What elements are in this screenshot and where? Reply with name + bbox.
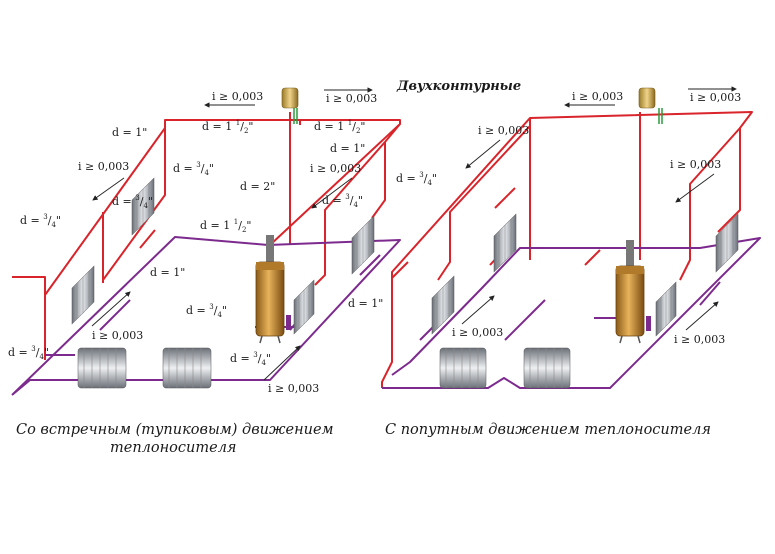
slope-label: i ≥ 0,003: [78, 160, 129, 173]
radiator: [351, 215, 375, 275]
diameter-label: d = 3/4": [8, 345, 49, 361]
diameter-label: d = 3/4": [20, 213, 61, 229]
diameter-label: d = 3/4": [173, 161, 214, 177]
slope-label: i ≥ 0,003: [572, 90, 623, 103]
slope-label: i ≥ 0,003: [478, 124, 529, 137]
right-boiler: [615, 240, 651, 344]
slope-label: i ≥ 0,003: [92, 329, 143, 342]
radiator: [131, 177, 155, 236]
diameter-label: d = 1": [112, 126, 147, 139]
diameter-label: d = 3/4": [322, 193, 363, 209]
radiator: [493, 213, 517, 273]
radiator: [523, 347, 571, 389]
slope-label: i ≥ 0,003: [670, 158, 721, 171]
right-radiators: [431, 213, 739, 389]
left-radiators: [71, 177, 375, 389]
left-expansion-tank: [281, 87, 299, 124]
slope-label: i ≥ 0,003: [452, 326, 503, 339]
diameter-label: d = 2": [240, 180, 275, 193]
radiator: [162, 347, 212, 389]
diameter-label: d = 1 1/2": [314, 119, 365, 135]
diameter-label: d = 1": [150, 266, 185, 279]
left-diagram: i ≥ 0,003 i ≥ 0,003 i ≥ 0,003 i ≥ 0,003 …: [8, 87, 437, 456]
left-caption-line2: теплоносителя: [110, 440, 237, 456]
diameter-label: d = 1": [330, 142, 365, 155]
slope-label: i ≥ 0,003: [326, 92, 377, 105]
left-slope-labels: i ≥ 0,003 i ≥ 0,003 i ≥ 0,003 i ≥ 0,003 …: [78, 87, 377, 395]
radiator: [77, 347, 127, 389]
left-boiler: [255, 235, 291, 344]
diameter-label: d = 1": [348, 297, 383, 310]
right-expansion-tank: [638, 87, 663, 124]
radiator: [655, 281, 677, 337]
slope-label: i ≥ 0,003: [310, 162, 361, 175]
diagram-title: Двухконтурные: [396, 79, 521, 94]
right-caption: С попутным движением теплоносителя: [385, 422, 711, 438]
diameter-label: d = 1 1/2": [200, 218, 251, 234]
slope-label: i ≥ 0,003: [690, 91, 741, 104]
radiator: [715, 213, 739, 273]
right-diagram: i ≥ 0,003 i ≥ 0,003 i ≥ 0,003 i ≥ 0,003 …: [381, 86, 761, 438]
left-caption-line1: Со встречным (тупиковым) движением: [16, 422, 334, 438]
slope-label: i ≥ 0,003: [268, 382, 319, 395]
radiator: [71, 265, 95, 325]
diameter-label: d = 3/4": [230, 351, 271, 367]
diameter-label: d = 3/4": [112, 194, 153, 210]
radiator: [431, 275, 455, 335]
radiator: [439, 347, 487, 389]
right-supply-pipes: [381, 111, 753, 388]
diameter-label: d = 1 1/2": [202, 119, 253, 135]
diameter-label: d = 3/4": [396, 171, 437, 187]
slope-label: i ≥ 0,003: [212, 90, 263, 103]
slope-label: i ≥ 0,003: [674, 333, 725, 346]
diameter-label: d = 3/4": [186, 303, 227, 319]
left-diameter-labels: d = 1" d = 1 1/2" d = 1 1/2" d = 3/4" d …: [8, 119, 437, 367]
right-slope-labels: i ≥ 0,003 i ≥ 0,003 i ≥ 0,003 i ≥ 0,003 …: [452, 86, 741, 346]
radiator: [293, 279, 315, 335]
